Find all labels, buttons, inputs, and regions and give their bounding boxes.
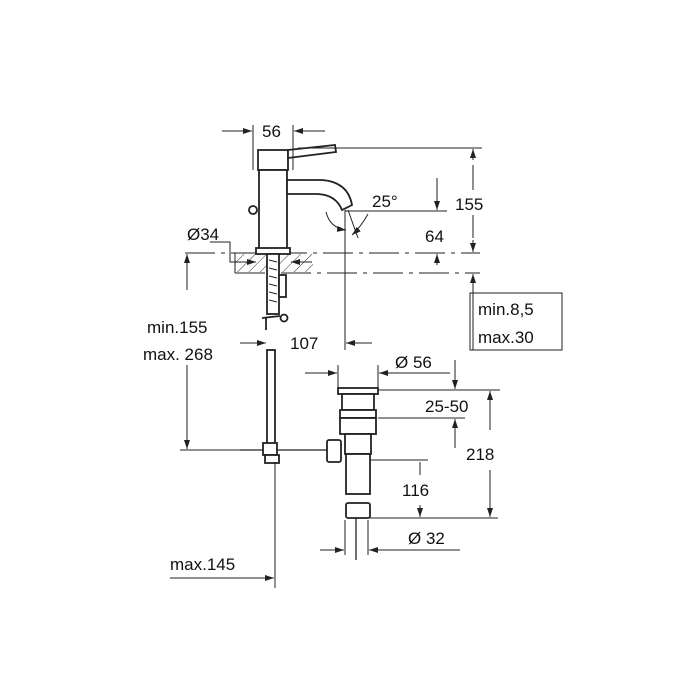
pop-up-waste xyxy=(337,387,379,560)
label-rod-max: max. 268 xyxy=(143,345,213,364)
label-deck-max: max.30 xyxy=(478,328,534,347)
label-tail-length: 116 xyxy=(402,481,429,500)
label-spout-reach: 107 xyxy=(290,334,318,353)
dimension-lines xyxy=(170,125,563,588)
mounting-stem xyxy=(240,253,342,464)
label-spout-height: 64 xyxy=(425,227,444,246)
label-deck-min: min.8,5 xyxy=(478,300,534,319)
label-rod-offset: max.145 xyxy=(170,555,235,574)
label-tail-diameter: Ø 32 xyxy=(408,529,445,548)
label-hole-diameter: Ø34 xyxy=(187,225,219,244)
faucet-body xyxy=(248,144,354,255)
label-rod-min: min.155 xyxy=(147,318,207,337)
label-spout-angle: 25° xyxy=(372,192,398,211)
label-waste-diameter: Ø 56 xyxy=(395,353,432,372)
label-body-width: 56 xyxy=(262,122,281,141)
label-height-total: 155 xyxy=(455,195,483,214)
basin-deck xyxy=(185,252,480,274)
label-waste-total: 218 xyxy=(466,445,494,464)
label-waste-range: 25-50 xyxy=(425,397,468,416)
